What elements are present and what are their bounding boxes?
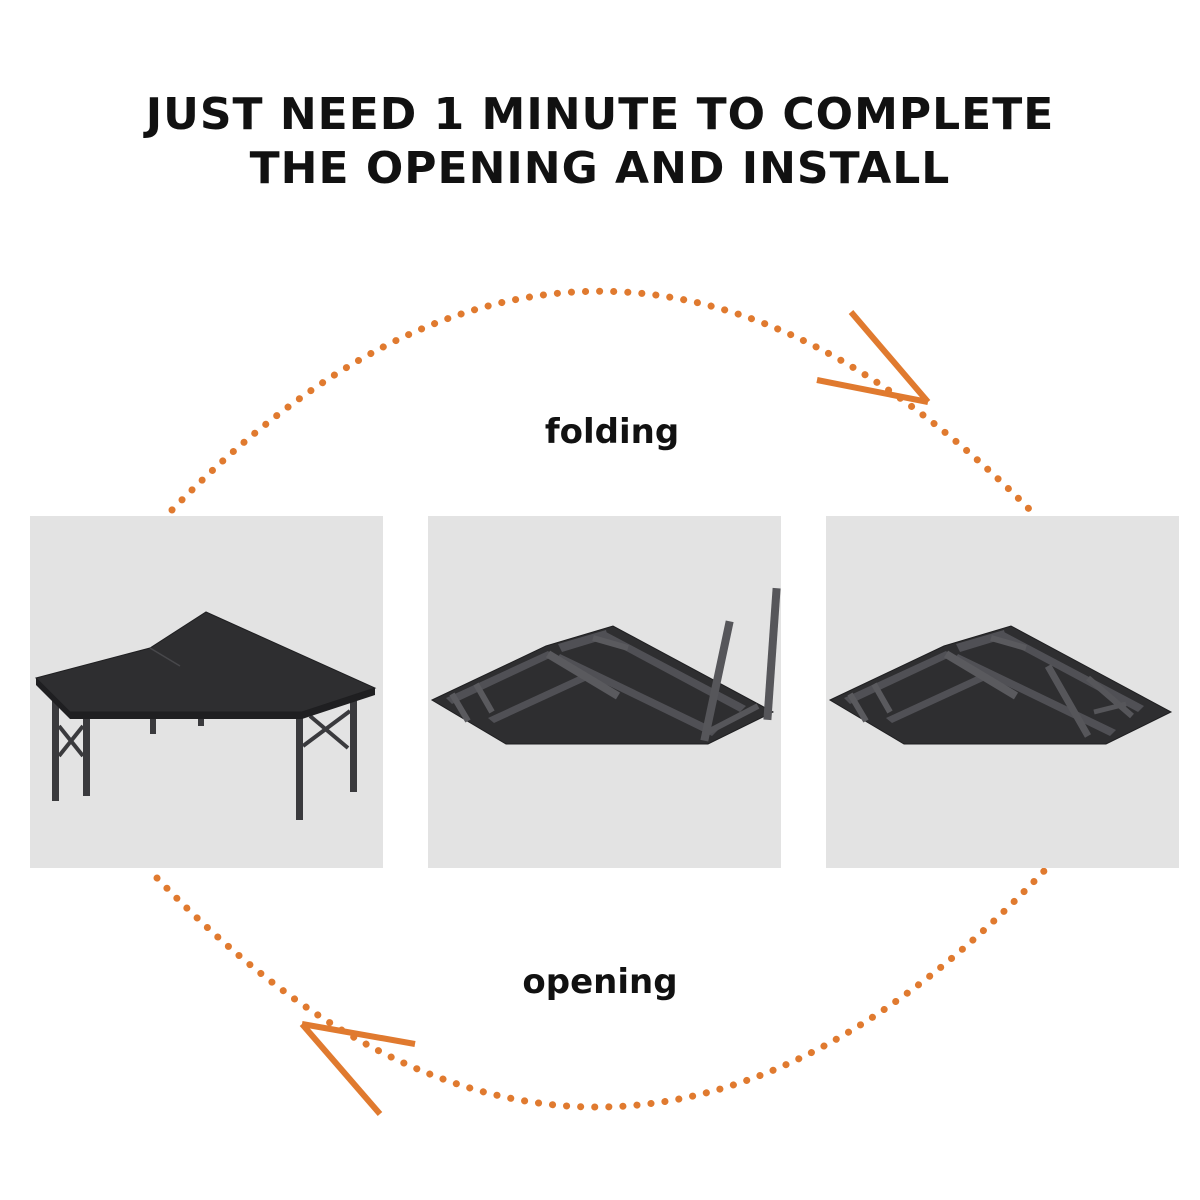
stage-fully-folded-panel [826, 516, 1179, 868]
stage-half-folded-panel [428, 516, 781, 868]
stage-assembled-panel [30, 516, 383, 868]
folding-label: folding [544, 412, 680, 452]
top-dotted-arc [168, 287, 1039, 519]
opening-label: opening [522, 962, 678, 1002]
arrowhead-top-icon [816, 310, 931, 405]
headline: JUST NEED 1 MINUTE TO COMPLETE THE OPENI… [0, 88, 1200, 196]
arrowhead-bottom-icon [299, 1021, 416, 1116]
half-folded-l-desk-illustration [430, 587, 781, 745]
headline-line-1: JUST NEED 1 MINUTE TO COMPLETE [145, 89, 1055, 140]
headline-line-2: THE OPENING AND INSTALL [249, 143, 951, 194]
fully-folded-l-desk-illustration [828, 625, 1173, 745]
assembled-l-desk-illustration [35, 611, 377, 820]
